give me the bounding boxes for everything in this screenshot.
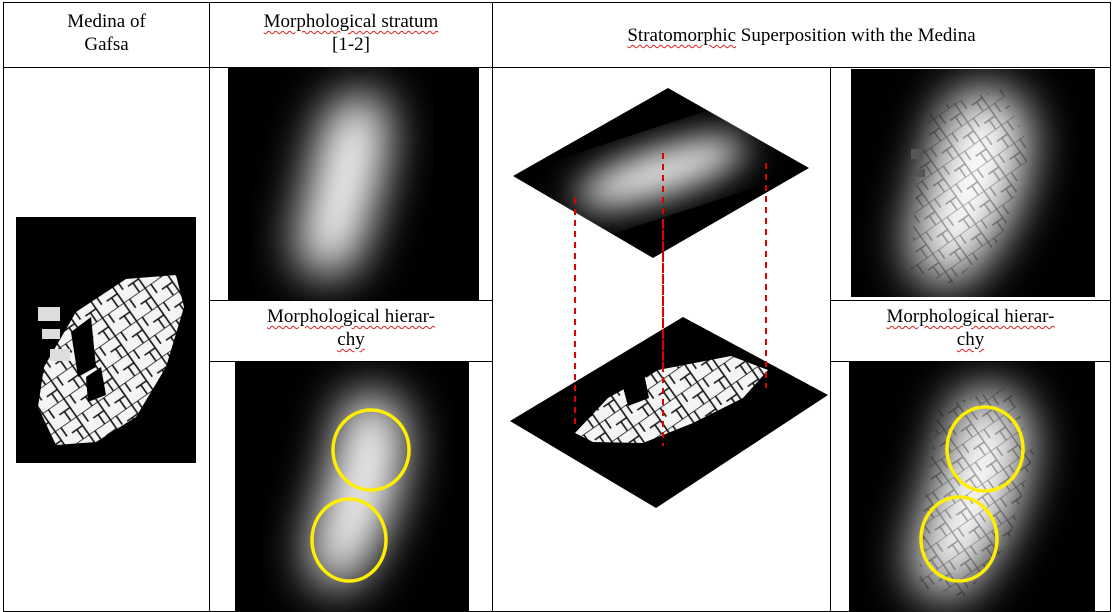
- hierarchy-image: [235, 362, 469, 612]
- lower-highlight-circle: [310, 497, 388, 583]
- header-row-divider: [3, 67, 1111, 68]
- hierarchy-label-top-right: [830, 300, 1111, 301]
- stratum-image: [228, 67, 479, 300]
- header-superposition-word1: Stratomorphic: [627, 25, 737, 46]
- stratum-overlay-image: [851, 69, 1095, 297]
- hierarchy-label-left-line1: Morphological hierar-: [267, 306, 435, 327]
- header-superposition-rest: Superposition with the Medina: [736, 25, 976, 46]
- col-divider-1: [209, 2, 210, 612]
- header-superposition: Stratomorphic Superposition with the Med…: [493, 24, 1110, 47]
- table-border-top: [3, 2, 1111, 3]
- hierarchy-label-right: Morphological hierar- chy: [831, 305, 1110, 351]
- medina-map-image: [16, 217, 196, 463]
- header-stratum-line1: Morphological stratum: [263, 11, 439, 32]
- header-stratum-line2: [1-2]: [332, 34, 370, 55]
- hierarchy-label-top-left: [209, 300, 493, 301]
- hierarchy-label-left: Morphological hierar- chy: [210, 305, 492, 351]
- header-medina: Medina of Gafsa: [4, 10, 209, 56]
- header-stratum: Morphological stratum [1-2]: [210, 10, 492, 56]
- header-medina-line1: Medina of: [67, 11, 146, 32]
- header-medina-line2: Gafsa: [84, 34, 129, 55]
- upper-highlight-circle: [331, 408, 411, 492]
- table-border-left: [3, 2, 4, 612]
- table-border-right: [1110, 2, 1111, 612]
- superposition-diagram: [510, 88, 828, 508]
- hierarchy-label-right-line2: chy: [956, 329, 985, 350]
- hierarchy-label-bottom-right: [830, 361, 1111, 362]
- lower-highlight-circle-overlay: [919, 495, 999, 583]
- hierarchy-label-bottom-left: [209, 361, 493, 362]
- hierarchy-label-right-line1: Morphological hierar-: [886, 306, 1055, 327]
- hierarchy-label-left-line2: chy: [337, 329, 365, 350]
- col-divider-3: [830, 67, 831, 612]
- col-divider-2: [492, 2, 493, 612]
- upper-highlight-circle-overlay: [945, 405, 1025, 493]
- hierarchy-overlay-image: [849, 362, 1095, 612]
